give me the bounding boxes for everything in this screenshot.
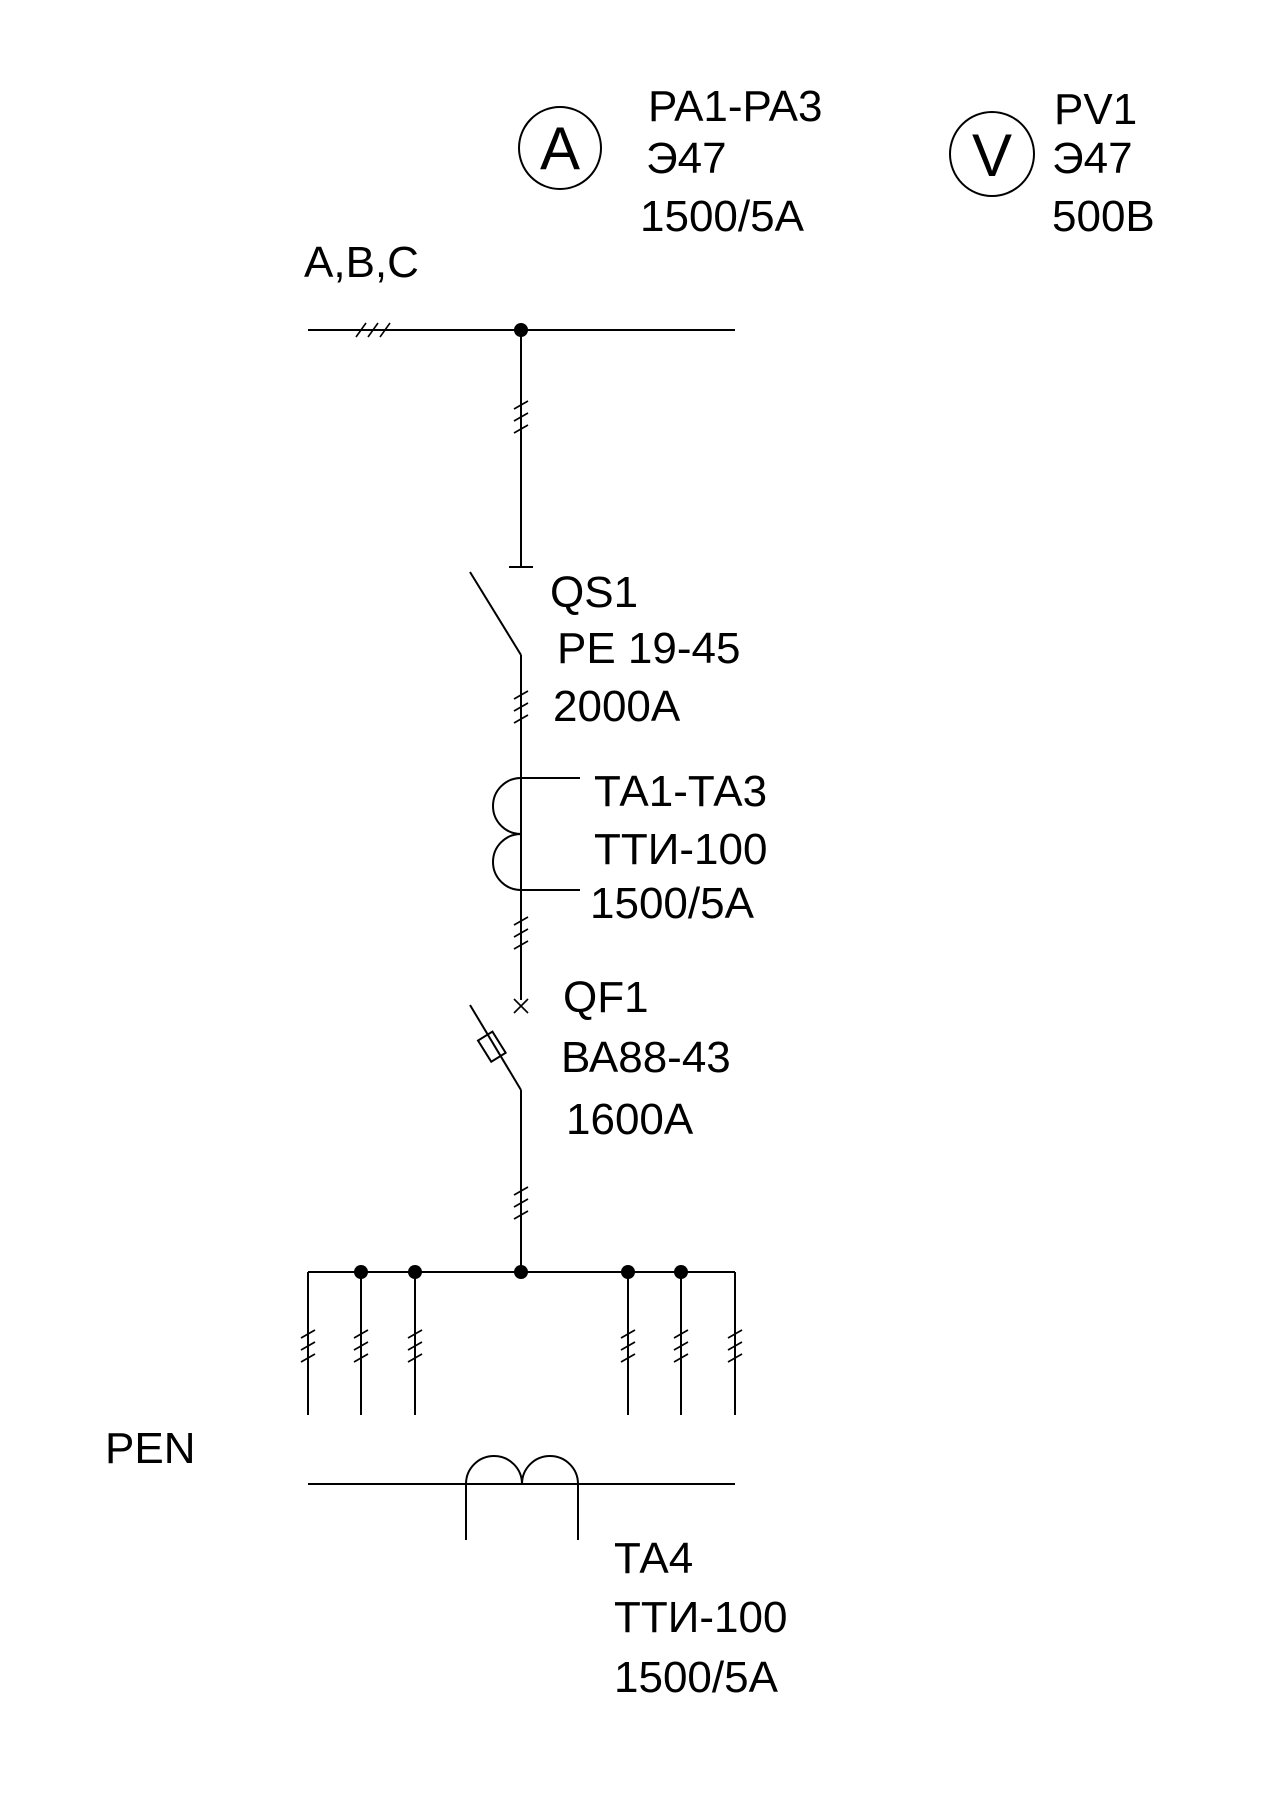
qs1-label-designation: QS1 [550,568,638,617]
outgoing-line-2 [353,1272,369,1415]
qs1-label-rating: 2000А [553,682,681,731]
ta1-label-designation: ТА1-ТА3 [594,767,767,816]
ta4-label-rating: 1500/5А [614,1653,779,1702]
phase-ticks-1 [513,400,529,434]
outgoing-line-1 [300,1272,316,1415]
voltmeter-label-designation: PV1 [1054,85,1137,134]
ta1-label-type: ТТИ-100 [594,825,767,874]
ammeter-label-designation: PA1-PA3 [648,82,822,131]
bus-phase-ticks [355,322,391,338]
outgoing-line-6 [727,1272,743,1415]
voltmeter-letter: V [972,122,1012,189]
ammeter-label-type: Э47 [646,134,727,183]
qf1-label-type: ВА88-43 [561,1033,731,1082]
phase-ticks-3 [513,916,529,950]
qf1-label-rating: 1600А [566,1095,694,1144]
voltmeter-label-rating: 500В [1052,192,1155,241]
ammeter-label-rating: 1500/5А [640,192,805,241]
distribution-bus [308,1265,735,1279]
switch-qs1 [469,571,529,775]
ammeter-letter: A [540,115,580,182]
bus-label: А,В,С [304,238,419,287]
ta4-label-type: ТТИ-100 [614,1593,787,1642]
current-transformer-ta1-ta3 [492,775,580,1000]
breaker-qf1 [469,998,529,1272]
current-transformer-ta4 [465,1455,579,1540]
phase-ticks-2 [513,690,529,724]
phase-ticks-4 [513,1186,529,1220]
ta1-label-rating: 1500/5А [590,879,755,928]
outgoing-line-3 [407,1272,423,1415]
feeder-line-upper [509,330,533,568]
outgoing-line-4 [620,1272,636,1415]
qs1-label-type: РЕ 19-45 [557,624,740,673]
voltmeter-label-type: Э47 [1052,134,1133,183]
ta4-label-designation: ТА4 [614,1534,693,1583]
voltmeter-symbol: V [949,111,1035,197]
pen-label: PEN [105,1424,195,1473]
ammeter-symbol: A [518,106,602,190]
qf1-label-designation: QF1 [563,973,649,1022]
outgoing-line-5 [673,1272,689,1415]
